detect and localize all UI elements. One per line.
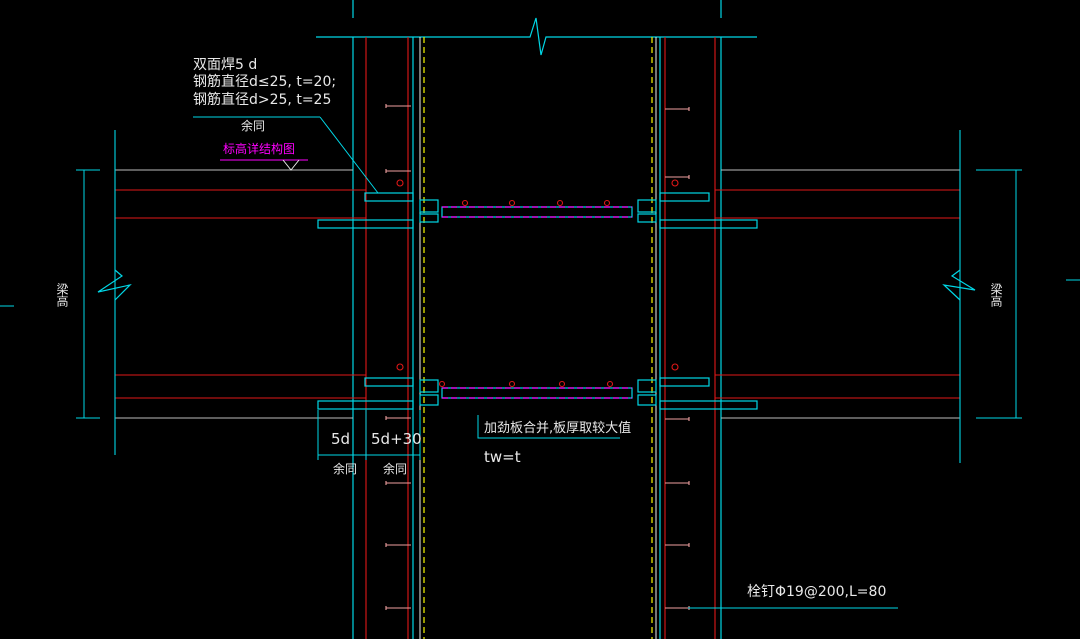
- beam-height-label-left: 梁高: [55, 283, 69, 307]
- shear-studs-right: [665, 107, 690, 610]
- right-beam: [715, 130, 961, 463]
- column-outline: [352, 37, 722, 639]
- elevation-see-structure: 标高详结构图: [223, 142, 296, 156]
- column-top-break-line: [316, 0, 757, 56]
- beam-height-label-right: 梁高: [989, 283, 1003, 307]
- shear-studs-left: [385, 104, 411, 610]
- bottom-flange-plates: [317, 377, 758, 410]
- column-rebar-lines: [365, 37, 716, 639]
- top-stiffener-plate: [441, 206, 633, 218]
- dimension-label-5d-plus-30: 5d+30: [371, 430, 422, 448]
- steel-web-dashed-lines: [423, 37, 653, 639]
- weld-rule-1: 钢筋直径d≤25, t=20;: [193, 74, 337, 90]
- same-note-top: 余同: [241, 119, 266, 133]
- left-beam: [114, 130, 366, 455]
- beam-height-dimensions: [0, 169, 1080, 419]
- stiffener-merge-note: 加劲板合并,板厚取较大值: [484, 421, 632, 436]
- same-note-left: 余同: [333, 462, 358, 476]
- rebar-dots: [396, 179, 679, 388]
- elevation-marker: [220, 159, 308, 171]
- top-flange-plates: [317, 192, 758, 229]
- shear-stud-note: 栓钉Φ19@200,L=80: [747, 584, 887, 600]
- leader-lines: [193, 116, 898, 609]
- same-note-right: 余同: [383, 462, 408, 476]
- web-thickness-note: tw=t: [484, 448, 521, 466]
- dimension-5d: [317, 410, 421, 460]
- dimension-label-5d: 5d: [331, 430, 351, 448]
- bottom-stiffener-plate: [441, 387, 633, 399]
- weld-title: 双面焊5 d: [193, 57, 258, 73]
- weld-rule-2: 钢筋直径d>25, t=25: [193, 92, 332, 108]
- steel-web-solid-lines: [419, 37, 657, 639]
- beam-break-symbols: [97, 269, 976, 301]
